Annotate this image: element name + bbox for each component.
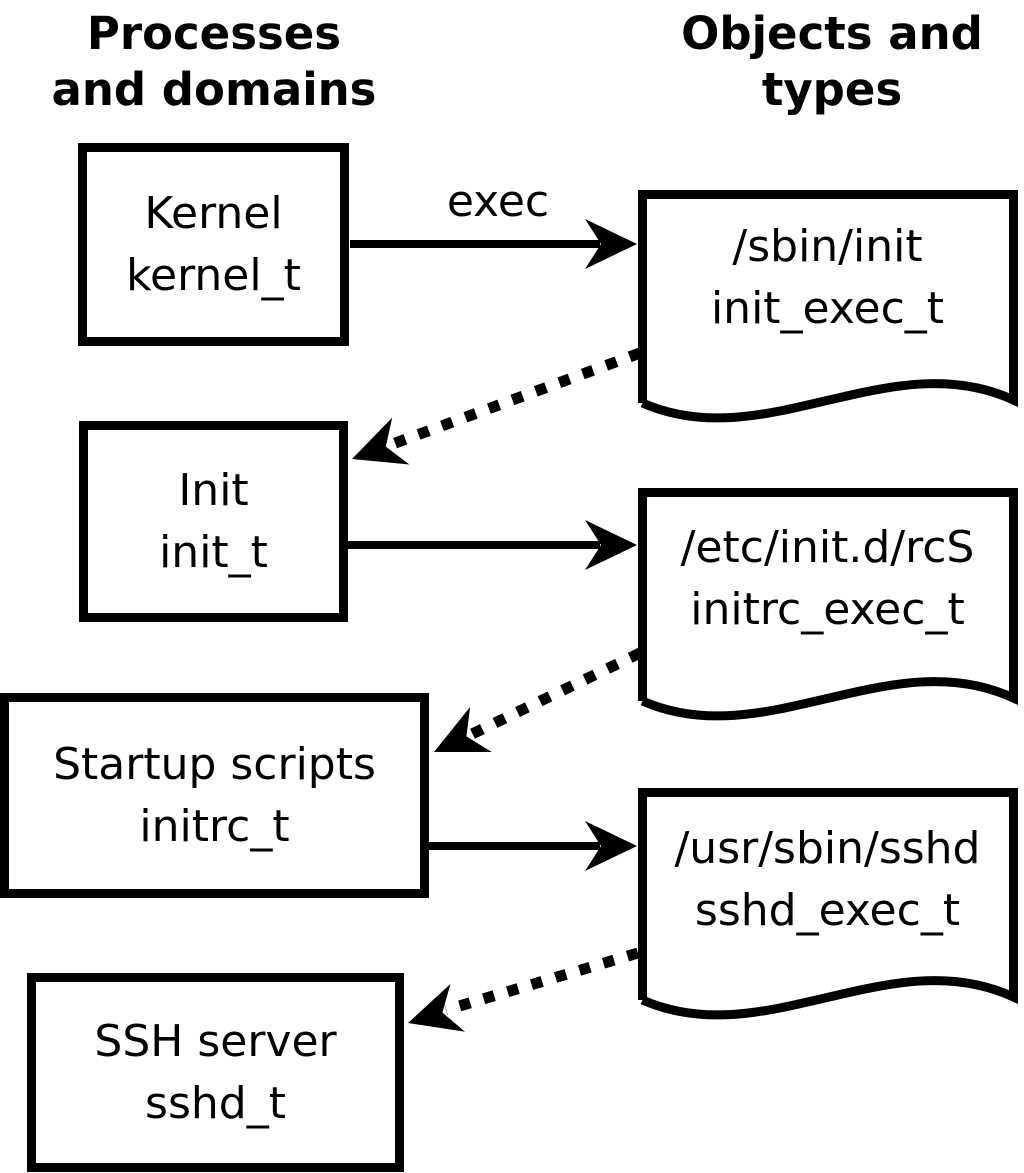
process-node-startup-scripts: Startup scripts initrc_t [0, 693, 429, 898]
object-node-etc-initd-rcs-type: initrc_exec_t [690, 584, 965, 635]
object-node-sbin-init-label: /sbin/init [732, 221, 923, 272]
object-node-etc-initd-rcs: /etc/init.d/rcS initrc_exec_t [642, 517, 1013, 641]
column-header-processes-line1: Processes [86, 7, 342, 60]
exec-arrow-kernel-to-sbin-init [350, 219, 637, 269]
process-node-init-type: init_t [159, 526, 268, 578]
document-shape-etc-initd-rcs [638, 488, 1018, 721]
object-node-usr-sbin-sshd: /usr/sbin/sshd sshd_exec_t [642, 818, 1013, 942]
process-node-init: Init init_t [79, 421, 348, 622]
exec-arrow-init-to-rcs [347, 520, 637, 570]
column-header-processes: Processes and domains [14, 6, 414, 118]
exec-edge-label: exec [446, 176, 550, 227]
document-shape-usr-sbin-sshd [638, 788, 1018, 1020]
transition-arrow-sshd-exec-to-sshd [408, 947, 640, 1032]
process-node-kernel-type: kernel_t [126, 249, 301, 301]
process-node-kernel-label: Kernel [144, 187, 283, 239]
transition-arrow-sbin-init-to-init [352, 347, 642, 465]
exec-arrow-initrc-to-sshd [427, 821, 637, 871]
process-node-startup-scripts-type: initrc_t [139, 800, 290, 852]
column-header-objects-line2: types [761, 63, 903, 116]
column-header-objects-line1: Objects and [681, 7, 983, 60]
object-node-sbin-init-type: init_exec_t [710, 283, 945, 334]
process-node-ssh-server-label: SSH server [94, 1015, 337, 1067]
process-node-init-label: Init [178, 464, 249, 516]
object-node-usr-sbin-sshd-type: sshd_exec_t [694, 885, 961, 936]
object-node-etc-initd-rcs-label: /etc/init.d/rcS [680, 522, 975, 573]
object-node-usr-sbin-sshd-label: /usr/sbin/sshd [674, 823, 981, 874]
document-shape-sbin-init [638, 190, 1018, 423]
process-node-kernel: Kernel kernel_t [78, 143, 349, 346]
transition-arrow-rcs-to-initrc [434, 648, 643, 752]
process-node-ssh-server: SSH server sshd_t [27, 973, 404, 1172]
process-node-ssh-server-type: sshd_t [145, 1077, 286, 1129]
column-header-objects: Objects and types [632, 6, 1024, 118]
object-node-sbin-init: /sbin/init init_exec_t [642, 216, 1013, 340]
column-header-processes-line2: and domains [51, 63, 377, 116]
process-node-startup-scripts-label: Startup scripts [53, 738, 376, 790]
